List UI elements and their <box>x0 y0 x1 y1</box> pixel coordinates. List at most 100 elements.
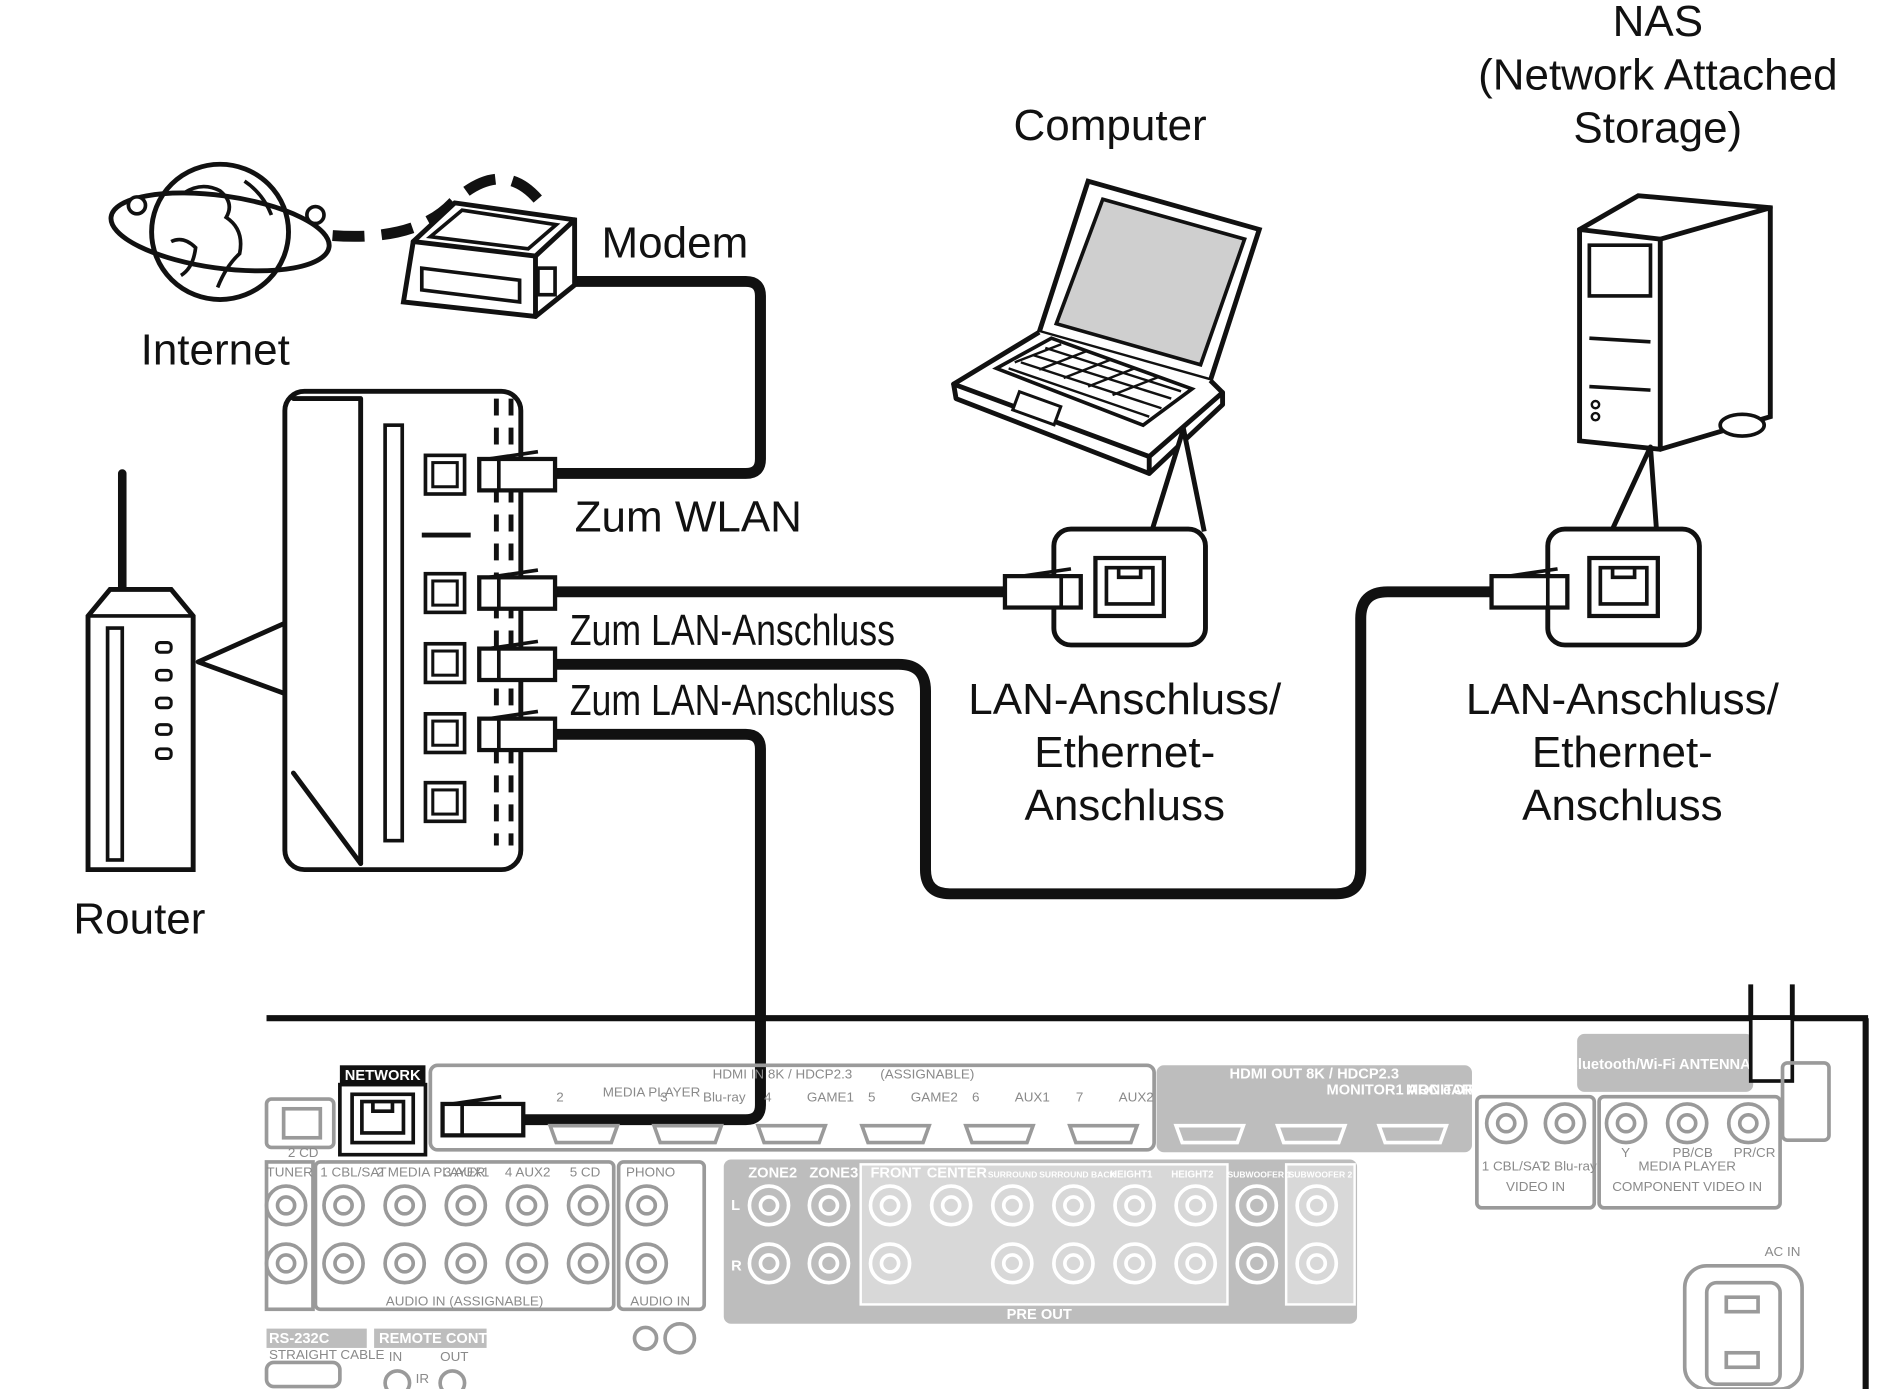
pre-out-l: L <box>731 1198 740 1214</box>
nas-storage-icon <box>1577 193 1773 452</box>
rs232c-label: RS-232C <box>269 1331 330 1347</box>
cable-modem-router <box>544 275 766 479</box>
hdmi-in-5: 5 <box>868 1090 875 1105</box>
hdmi-in-assignable-label: (ASSIGNABLE) <box>880 1067 974 1082</box>
nas-label-line2: (Network Attached <box>1478 51 1837 100</box>
audio-in-cd: 5 CD <box>570 1164 601 1179</box>
zum-lan-label-2: Zum LAN-Anschluss <box>570 676 895 725</box>
monitor2-label: MONITOR2 <box>1406 1082 1483 1098</box>
hdmi-in-2: 2 <box>556 1090 563 1105</box>
straight-cable-label: STRAIGHT CABLE <box>269 1347 385 1362</box>
audio-in-media-player: 2 MEDIA PLAYER <box>377 1164 486 1179</box>
pre-out-zone3: ZONE3 <box>809 1166 858 1182</box>
rs232c-remote-section: RS-232C STRAIGHT CABLE REMOTE CONTROL IN… <box>264 1321 697 1389</box>
ac-in-label: AC IN <box>1765 1244 1801 1259</box>
audio-in-phono: PHONO <box>626 1164 675 1179</box>
cable-router-nas <box>550 586 1498 900</box>
nas-lan-label-line3: Anschluss <box>1522 781 1723 830</box>
ethernet-plug-lan1 <box>477 568 558 611</box>
ac-in-section: AC IN <box>1682 1244 1804 1389</box>
bt-antenna-label: Bluetooth/Wi-Fi ANTENNA <box>1567 1057 1751 1073</box>
router-port-lan3 <box>423 712 467 755</box>
receiver-rear-panel: NETWORK 2 CD HDMI IN 8K / HDCP2.3 (ASSIG… <box>264 984 1869 1389</box>
computer-lan-label-line2: Ethernet- <box>1034 728 1215 777</box>
pre-out-height2: HEIGHT2 <box>1171 1170 1214 1181</box>
router-port-lan2 <box>423 641 467 685</box>
router-label: Router <box>73 895 205 944</box>
router-ports-callout <box>195 388 558 873</box>
ethernet-plug-receiver <box>440 1094 526 1138</box>
hdmi-in-4: 4 <box>764 1090 772 1105</box>
hdmi-in-game1: GAME1 <box>807 1090 854 1105</box>
pre-out-subwoofer1: SUBWOOFER 1 <box>1227 1170 1291 1180</box>
computer-label: Computer <box>1014 101 1207 150</box>
zum-wlan-label: Zum WLAN <box>575 493 802 542</box>
diagram-labels: NAS (Network Attached Storage) Computer … <box>73 0 1837 944</box>
hdmi-out-label: HDMI OUT 8K / HDCP2.3 <box>1230 1067 1400 1083</box>
network-label: NETWORK <box>345 1068 421 1084</box>
remote-in-label: IN <box>389 1349 402 1364</box>
component-pb: PB/CB <box>1672 1145 1712 1160</box>
pre-out-zone2: ZONE2 <box>748 1166 797 1182</box>
video-in-label: VIDEO IN <box>1506 1179 1565 1194</box>
remote-out-label: OUT <box>440 1349 468 1364</box>
pre-out-surround: SURROUND <box>988 1170 1037 1180</box>
audio-in-label: AUDIO IN (ASSIGNABLE) <box>386 1294 544 1309</box>
hdmi-in-label: HDMI IN 8K / HDCP2.3 <box>713 1067 853 1082</box>
hdmi-in-media-player: MEDIA PLAYER <box>603 1085 701 1100</box>
ethernet-plug-nas <box>1489 567 1570 610</box>
hdmi-in-7: 7 <box>1076 1090 1083 1105</box>
pre-out-subwoofer2: SUBWOOFER 2 <box>1289 1170 1353 1180</box>
component-video-in-label: COMPONENT VIDEO IN <box>1612 1179 1762 1194</box>
component-media-player: MEDIA PLAYER <box>1638 1158 1736 1173</box>
hdmi-in-bluray: Blu-ray <box>703 1090 746 1105</box>
modem-label: Modem <box>602 219 749 268</box>
video-component-section: 1 CBL/SAT 2 Blu-ray Y PB/CB PR/CR MEDIA … <box>1475 1094 1782 1210</box>
router-port-lan1 <box>423 571 467 615</box>
bluetooth-wifi-antenna-section: Bluetooth/Wi-Fi ANTENNA <box>1567 1016 1831 1142</box>
ethernet-plug-wlan <box>477 449 558 493</box>
receiver-network-port: NETWORK <box>338 1065 428 1157</box>
component-pr: PR/CR <box>1734 1145 1776 1160</box>
pre-out-section: ZONE2 ZONE3 FRONT CENTER SURROUND SURROU… <box>723 1159 1358 1324</box>
cd-label: 2 CD <box>288 1145 319 1160</box>
pre-out-label: PRE OUT <box>1007 1307 1072 1323</box>
hdmi-in-3: 3 <box>660 1090 667 1105</box>
video-in-bluray: 2 Blu-ray <box>1543 1158 1597 1173</box>
zum-lan-label-1: Zum LAN-Anschluss <box>570 606 895 655</box>
computer-lan-label-line3: Anschluss <box>1025 781 1226 830</box>
ethernet-plug-computer <box>1002 567 1083 610</box>
ethernet-plug-lan3 <box>477 709 558 753</box>
pre-out-center: CENTER <box>927 1166 988 1182</box>
audio-in-aux2: 4 AUX2 <box>505 1164 551 1179</box>
hdmi-out-section: HDMI OUT 8K / HDCP2.3 MONITOR1 ARC eARC … <box>1156 1065 1484 1153</box>
cable-router-receiver <box>517 728 766 1126</box>
audio-in-section: TUNER 1 CBL/SAT 2 MEDIA PLAYER 3 AUX1 4 … <box>264 1160 707 1312</box>
nas-lan-port-callout <box>1489 444 1702 648</box>
internet-globe-icon <box>108 161 332 302</box>
pre-out-height1: HEIGHT1 <box>1110 1170 1153 1181</box>
hdmi-in-aux1: AUX1 <box>1015 1090 1050 1105</box>
video-in-cbl-sat: 1 CBL/SAT <box>1482 1158 1548 1173</box>
nas-label-line3: Storage) <box>1573 104 1742 153</box>
nas-lan-label-line2: Ethernet- <box>1532 728 1713 777</box>
monitor1-label: MONITOR1 ARC eARC <box>1327 1082 1484 1098</box>
audio-in-aux1: 3 AUX1 <box>444 1164 490 1179</box>
hdmi-in-section: HDMI IN 8K / HDCP2.3 (ASSIGNABLE) 2 MEDI… <box>428 1063 1156 1152</box>
router-icon <box>85 469 196 873</box>
pre-out-r: R <box>731 1259 742 1275</box>
audio-in-phono-label: AUDIO IN <box>630 1294 690 1309</box>
remote-ir-label: IR <box>416 1371 430 1386</box>
hdmi-in-aux2: AUX2 <box>1119 1090 1154 1105</box>
nas-label-line1: NAS <box>1613 0 1703 46</box>
modem-icon <box>400 200 578 319</box>
ethernet-plug-lan2 <box>477 639 558 683</box>
computer-lan-port-callout <box>1002 426 1208 648</box>
laptop-computer-icon <box>951 178 1263 476</box>
nas-lan-label-line1: LAN-Anschluss/ <box>1466 675 1780 724</box>
pre-out-front: FRONT <box>870 1166 921 1182</box>
pre-out-surround-back: SURROUND BACK <box>1039 1170 1116 1180</box>
component-y: Y <box>1621 1145 1630 1160</box>
remote-control-label: REMOTE CONTROL <box>379 1331 518 1347</box>
